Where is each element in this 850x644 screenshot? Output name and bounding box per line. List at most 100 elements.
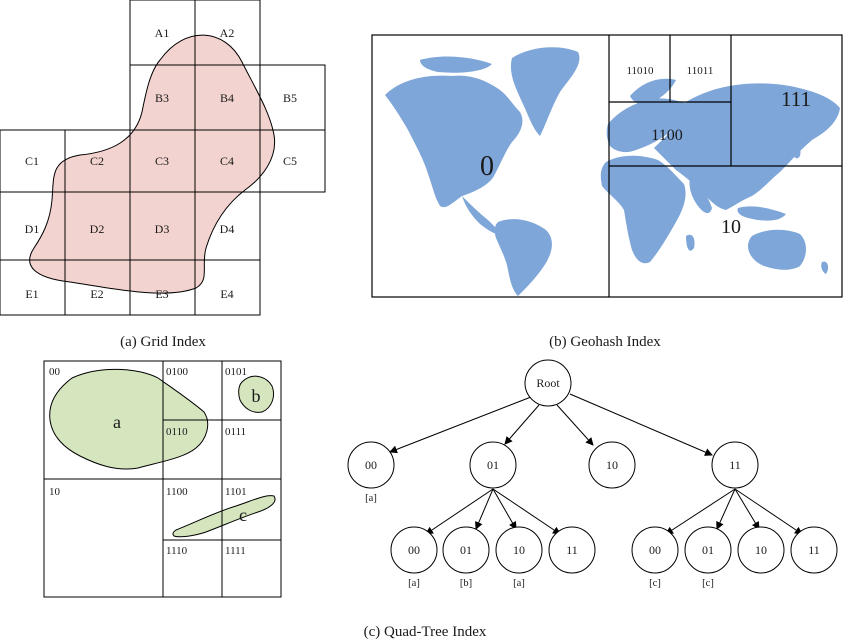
quad-label-1110: 1110 bbox=[166, 545, 188, 557]
tree-node-01-label: 01 bbox=[487, 458, 499, 472]
tree-edges bbox=[389, 393, 803, 535]
tree-node-1110 bbox=[737, 526, 785, 574]
asia bbox=[654, 83, 840, 210]
grid-cell-D4: D4 bbox=[220, 222, 235, 236]
tree-node-10-label: 10 bbox=[606, 458, 618, 472]
tree-node-0111-label: 11 bbox=[566, 543, 578, 557]
scandinavia bbox=[630, 78, 676, 105]
tree-node-1100 bbox=[631, 526, 679, 574]
southeast-asia bbox=[737, 206, 786, 221]
north-america bbox=[385, 75, 523, 208]
grid-index-panel: A1 A2 B3 B4 B5 C1 C2 C3 C4 C5 D1 D2 D3 D… bbox=[0, 0, 326, 350]
grid-cell-C3: C3 bbox=[155, 154, 169, 168]
grid-cell-B3: B3 bbox=[155, 91, 169, 105]
central-america bbox=[462, 196, 502, 235]
geohash-label-11011: 11011 bbox=[687, 65, 714, 77]
geohash-label-1100: 1100 bbox=[651, 127, 682, 144]
grid-cell-C1: C1 bbox=[25, 154, 39, 168]
tree-node-0100-label: 00 bbox=[408, 543, 420, 557]
quad-label-10: 10 bbox=[49, 486, 61, 498]
greenland bbox=[510, 47, 580, 137]
tree-node-00-shapes: [a] bbox=[365, 493, 377, 504]
grid-cell-C2: C2 bbox=[90, 154, 104, 168]
geohash-label-11010: 11010 bbox=[626, 65, 654, 77]
tree-node-1101 bbox=[684, 526, 732, 574]
tree-node-11 bbox=[711, 441, 759, 489]
shape-c bbox=[172, 495, 276, 538]
grid-cell-D1: D1 bbox=[25, 222, 40, 236]
grid-index-caption: (a) Grid Index bbox=[120, 334, 206, 350]
tree-node-0110 bbox=[495, 526, 543, 574]
arctic-islands bbox=[420, 56, 492, 73]
geohash-index-caption: (b) Geohash Index bbox=[549, 334, 661, 350]
tree-node-0111 bbox=[548, 526, 596, 574]
europe bbox=[606, 98, 689, 153]
grid-cell-D2: D2 bbox=[90, 222, 105, 236]
tree-node-0101-label: 01 bbox=[460, 543, 472, 557]
shape-a-label: a bbox=[113, 412, 121, 432]
tree-nodes bbox=[347, 359, 838, 574]
south-america bbox=[494, 219, 552, 296]
quad-label-0100: 0100 bbox=[166, 366, 189, 378]
geohash-label-0: 0 bbox=[480, 151, 494, 182]
quad-label-0111: 0111 bbox=[225, 426, 246, 438]
grid-cell-B4: B4 bbox=[220, 91, 234, 105]
grid-cell-C5: C5 bbox=[283, 154, 297, 168]
quad-label-1101: 1101 bbox=[225, 486, 247, 498]
tree-node-1100-shapes: [c] bbox=[649, 578, 661, 589]
tree-node-0100-shapes: [a] bbox=[408, 578, 420, 589]
tree-node-00-label: 00 bbox=[365, 458, 377, 472]
japan bbox=[792, 142, 801, 159]
grid-cell-C4: C4 bbox=[220, 154, 234, 168]
geohash-label-111: 111 bbox=[781, 87, 811, 111]
quad-label-1111: 1111 bbox=[225, 545, 246, 557]
quadtree-index-panel: 00 0100 0101 0110 0111 10 1100 1101 1110… bbox=[43, 359, 838, 640]
shape-c-label: c bbox=[239, 505, 247, 525]
shape-b-label: b bbox=[252, 386, 261, 406]
australia bbox=[748, 229, 806, 270]
africa bbox=[600, 155, 686, 264]
tree-node-1100-label: 00 bbox=[649, 543, 661, 557]
grid-cell-E4: E4 bbox=[220, 287, 233, 301]
tree-node-0100 bbox=[390, 526, 438, 574]
grid-cells bbox=[0, 0, 326, 316]
tree-node-1110-label: 10 bbox=[755, 543, 767, 557]
tree-node-root-label: Root bbox=[536, 376, 560, 390]
world-map bbox=[385, 47, 840, 296]
quadtree-index-caption: (c) Quad-Tree Index bbox=[364, 624, 487, 640]
tree-node-1111 bbox=[790, 526, 838, 574]
shape-b bbox=[238, 375, 275, 413]
grid-query-region bbox=[29, 34, 276, 294]
madagascar bbox=[686, 234, 695, 251]
grid-cell-D3: D3 bbox=[155, 222, 170, 236]
tree-node-10 bbox=[588, 441, 636, 489]
geohash-index-panel: 0 10 1100 11010 11011 111 (b) Geohash In… bbox=[371, 34, 843, 350]
quad-label-00: 00 bbox=[49, 366, 61, 378]
tree-node-1111-label: 11 bbox=[808, 543, 820, 557]
quad-label-0110: 0110 bbox=[166, 426, 188, 438]
grid-cell-E1: E1 bbox=[25, 287, 38, 301]
geohash-divisions bbox=[608, 35, 842, 297]
tree-node-0101 bbox=[442, 526, 490, 574]
grid-cell-A1: A1 bbox=[155, 26, 170, 40]
quad-label-1100: 1100 bbox=[166, 486, 188, 498]
tree-node-1101-label: 01 bbox=[702, 543, 714, 557]
grid-cell-E2: E2 bbox=[90, 287, 103, 301]
quadtree-cells bbox=[43, 360, 282, 598]
india bbox=[689, 176, 712, 214]
tree-node-11-label: 11 bbox=[729, 458, 741, 472]
grid-cell-B5: B5 bbox=[283, 91, 297, 105]
grid-cell-A2: A2 bbox=[220, 26, 235, 40]
tree-node-00 bbox=[347, 441, 395, 489]
tree-node-0101-shapes: [b] bbox=[460, 578, 472, 589]
new-zealand bbox=[821, 261, 829, 274]
tree-node-0110-label: 10 bbox=[513, 543, 525, 557]
tree-node-0110-shapes: [a] bbox=[513, 578, 525, 589]
grid-cell-E3: E3 bbox=[155, 287, 168, 301]
shape-a bbox=[49, 368, 209, 470]
tree-node-01 bbox=[469, 441, 517, 489]
geohash-label-10: 10 bbox=[721, 216, 741, 238]
quad-label-0101: 0101 bbox=[225, 366, 247, 378]
tree-node-1101-shapes: [c] bbox=[702, 578, 714, 589]
